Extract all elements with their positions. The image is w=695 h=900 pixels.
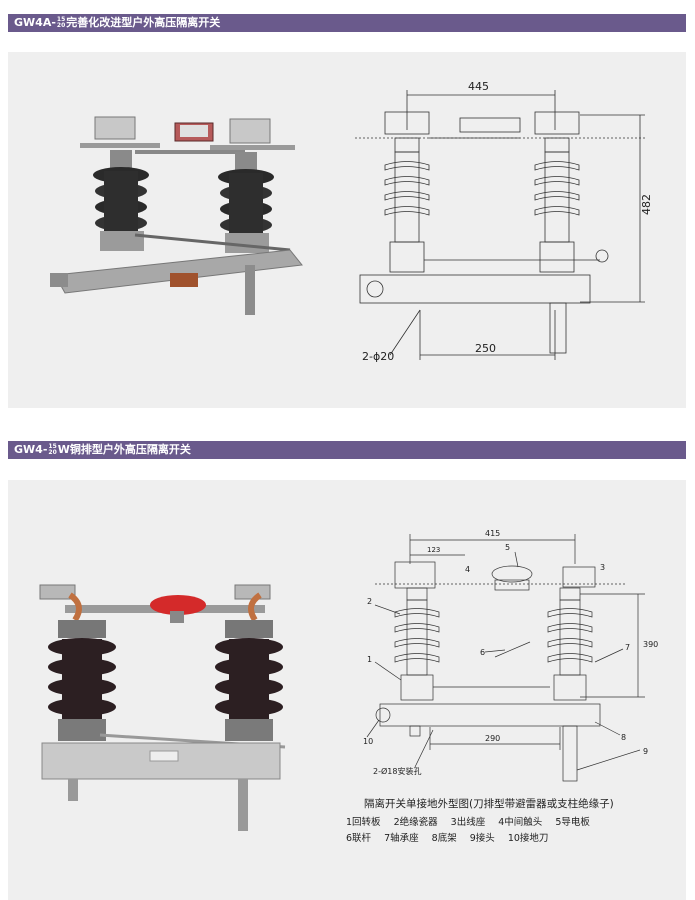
section1-dim-width: 445	[468, 80, 489, 93]
legend-item: 9接头	[469, 833, 495, 844]
section2-dim-width: 415	[485, 529, 500, 538]
legend-item: 6联杆	[346, 833, 372, 844]
section1-title-prefix: GW4A-	[14, 16, 56, 29]
legend-item: 2绝缘瓷器	[393, 817, 438, 828]
section2-dim-holes: 2-Ø18安装孔	[373, 766, 421, 776]
legend-item: 5导电板	[555, 817, 590, 828]
callout-8: 8	[621, 733, 626, 742]
legend-item: 8底架	[431, 833, 457, 844]
section2-technical-drawing: 415 123 390 290 2-Ø18安装孔 2 1 10 5 6 3 7 …	[363, 529, 658, 782]
legend-item: 7轴承座	[384, 833, 419, 844]
section2-panel	[8, 480, 686, 900]
callout-2: 2	[367, 597, 372, 606]
legend-item: 3出线座	[450, 817, 486, 828]
callout-4: 4	[465, 565, 470, 574]
callout-3: 3	[600, 563, 605, 572]
section2-dim-base: 290	[485, 734, 500, 743]
callout-9: 9	[643, 747, 648, 756]
legend-item: 4中间触头	[498, 817, 543, 828]
section2-dim-offset: 123	[427, 546, 440, 554]
section2-legend-row-1: 1回转板 2绝缘瓷器 3出线座 4中间触头 5导电板	[346, 814, 600, 828]
section1-product-photo	[50, 116, 303, 315]
section1-technical-drawing: 445 482 250 2-ϕ20	[355, 80, 653, 363]
section2-legend-row-2: 6联杆 7轴承座 8底架 9接头 10接地刀	[346, 830, 558, 844]
legend-item: 1回转板	[346, 817, 381, 828]
callout-1: 1	[367, 655, 372, 664]
section2-legend-title: 隔离开关单接地外型图(刀排型带避雷器或支柱绝缘子)	[364, 798, 614, 810]
section2-title-suffix: W铜排型户外高压隔离开关	[57, 443, 191, 456]
section1-dim-base: 250	[475, 342, 496, 355]
callout-10: 10	[363, 737, 373, 746]
section1-title-suffix: 完善化改进型户外高压隔离开关	[66, 16, 221, 29]
section2-product-photo	[39, 584, 286, 831]
section2-dim-height: 390	[643, 640, 658, 649]
section1-dim-height: 482	[640, 194, 653, 215]
section2-title-prefix: GW4-	[14, 443, 48, 456]
section1-dim-holes: 2-ϕ20	[362, 350, 394, 363]
callout-6: 6	[480, 648, 485, 657]
callout-5: 5	[505, 543, 510, 552]
callout-7: 7	[625, 643, 630, 652]
legend-item: 10接地刀	[507, 833, 549, 844]
